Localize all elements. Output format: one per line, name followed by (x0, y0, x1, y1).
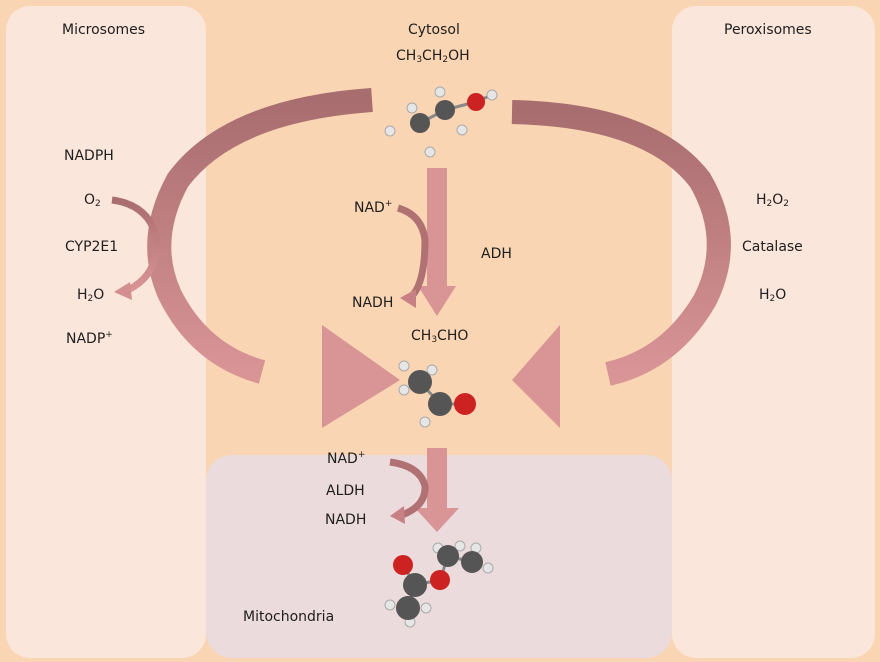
microsomes-panel (6, 6, 206, 658)
microsomes-h2o-label: H2O (77, 287, 105, 304)
aldh-arrow-shaft (427, 448, 447, 508)
microsomal-pathway-arrow (147, 88, 373, 384)
cytosol-nadh: NADH (352, 295, 394, 311)
aldh-cofactor-arrow (389, 458, 429, 519)
cytosol-cofactor-arrow (396, 204, 429, 301)
peroxisomes-panel (672, 6, 875, 658)
acetaldehyde-molecule-icon (398, 360, 476, 428)
peroxisomes-label: Peroxisomes (724, 22, 812, 38)
cytosol-nad-plus: NAD+ (354, 199, 393, 216)
aldh-arrowhead (415, 508, 459, 532)
mitochondria-nad-plus: NAD+ (327, 450, 366, 467)
cyp2e1-label: CYP2E1 (65, 239, 119, 255)
nadph-label: NADPH (64, 148, 114, 164)
aldh-label: ALDH (326, 483, 365, 499)
ethanol-formula: CH3CH2OH (396, 48, 470, 65)
o2-label: O2 (84, 192, 101, 209)
cytosol-cofactor-arrowhead (400, 289, 416, 308)
acetaldehyde-formula: CH3CHO (411, 328, 469, 345)
cytosol-label: Cytosol (408, 22, 460, 38)
peroxisomal-arrowhead (512, 325, 560, 428)
microsomal-arrowhead (322, 325, 400, 428)
adh-label: ADH (481, 246, 512, 262)
ethanol-molecule-icon (384, 86, 498, 158)
peroxisomes-h2o-label: H2O (759, 287, 787, 304)
acetate-molecule-icon (384, 540, 494, 628)
peroxisomal-pathway-arrow (511, 100, 731, 386)
adh-arrow-shaft (427, 168, 447, 286)
cyp2e1-cofactor-arrow (111, 196, 161, 294)
nadp-plus-label: NADP+ (66, 330, 113, 347)
h2o2-label: H2O2 (756, 192, 790, 209)
mitochondria-nadh: NADH (325, 512, 367, 528)
catalase-label: Catalase (742, 239, 803, 255)
mitochondria-label: Mitochondria (243, 609, 335, 625)
aldh-cofactor-arrowhead (390, 506, 405, 524)
adh-arrowhead (418, 286, 456, 316)
cyp2e1-cofactor-arrowhead (114, 282, 132, 300)
microsomes-label: Microsomes (62, 22, 146, 38)
